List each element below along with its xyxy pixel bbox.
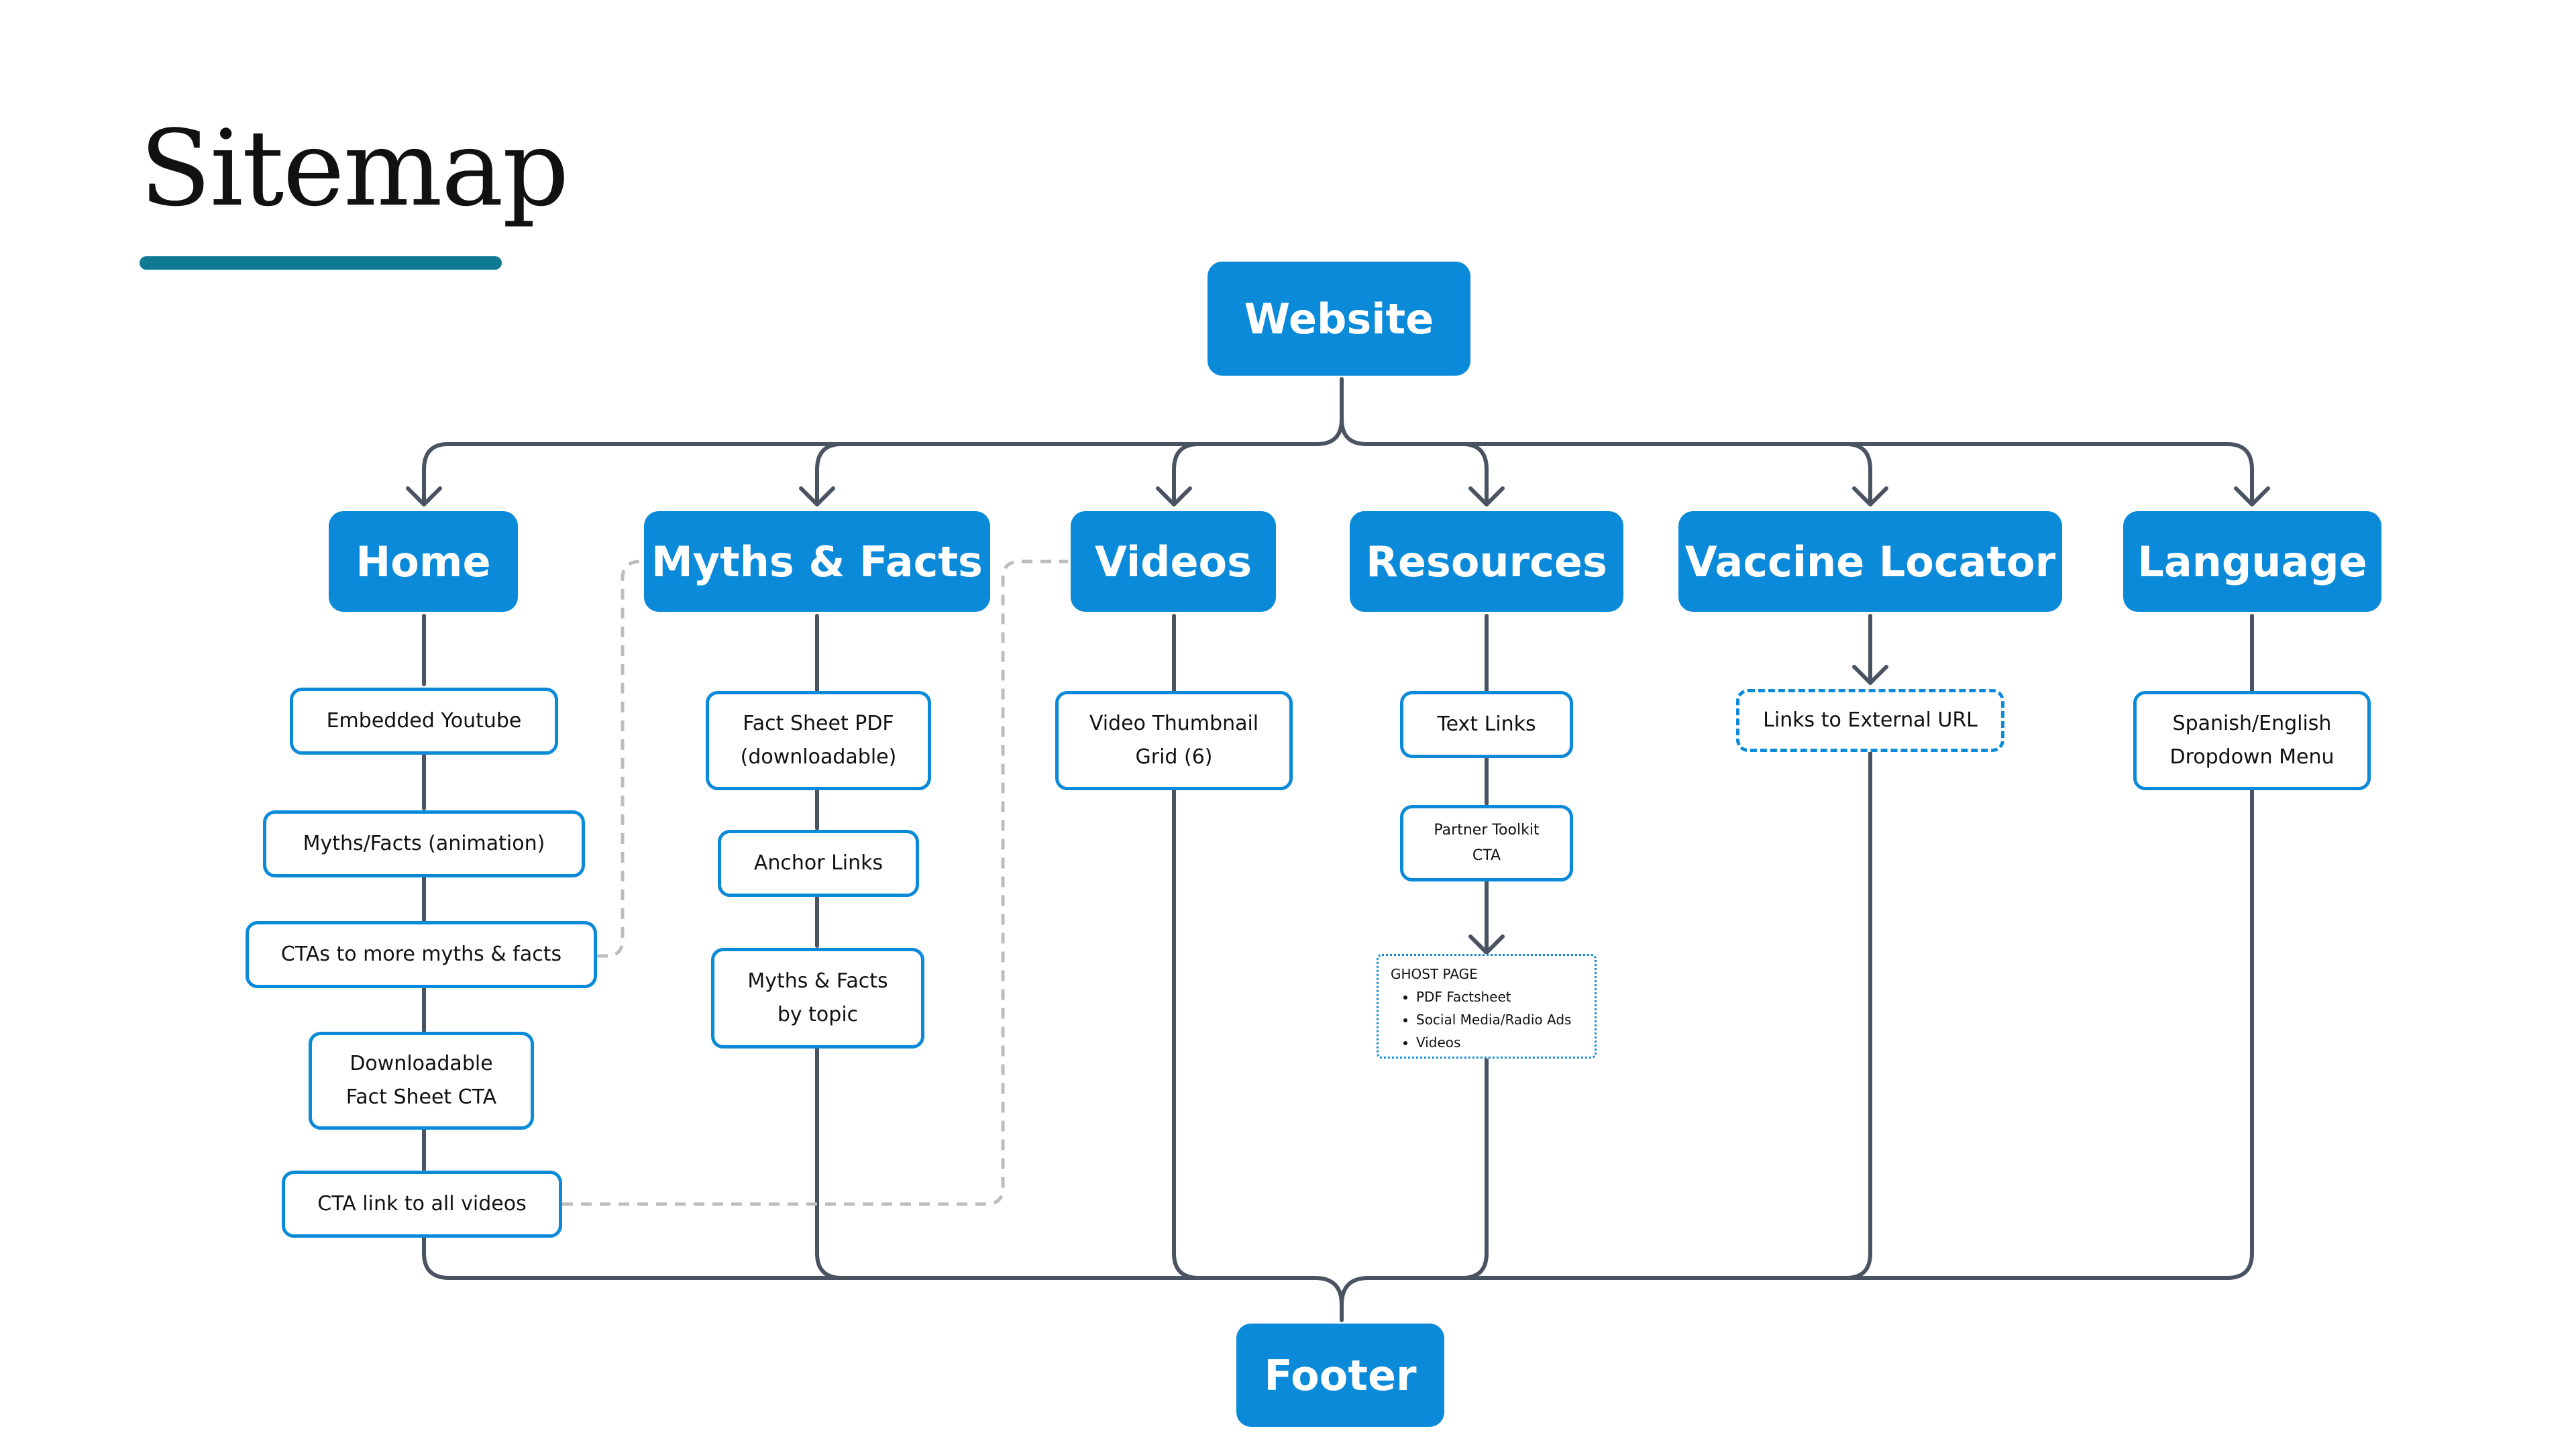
item-label: Anchor Links: [753, 851, 883, 875]
section-videos: Videos: [1071, 511, 1276, 612]
item-label: Myths & Facts by topic: [747, 969, 888, 1026]
item-label: CTA link to all videos: [317, 1192, 527, 1216]
ghost-page-item: PDF Factsheet: [1416, 985, 1582, 1008]
item-label: Embedded Youtube: [326, 709, 522, 733]
section-home: Home: [329, 511, 518, 612]
item-label: Video Thumbnail Grid (6): [1089, 712, 1259, 769]
myths-connector: [815, 1044, 844, 1280]
myths-branch: [815, 442, 844, 506]
home-item-embedded-youtube: Embedded Youtube: [290, 688, 558, 755]
myths-item-by-topic: Myths & Facts by topic: [711, 948, 924, 1049]
arrow-head: [1852, 665, 1888, 685]
root-connector: [422, 377, 1344, 506]
item-label: Downloadable Fact Sheet CTA: [345, 1052, 497, 1109]
videos-branch: [1172, 442, 1201, 506]
arrow-head: [406, 486, 442, 506]
item-label: Links to External URL: [1763, 708, 1978, 732]
title-underline: [140, 256, 502, 270]
arrow-head: [1156, 486, 1192, 506]
locator-item-external-url: Links to External URL: [1736, 689, 2004, 752]
home-item-ctas-more: CTAs to more myths & facts: [246, 921, 597, 988]
cross-link-home-videos: [562, 559, 1068, 1206]
section-language: Language: [2123, 511, 2381, 612]
ghost-page-title: GHOST PAGE: [1391, 966, 1478, 982]
language-item-dropdown: Spanish/English Dropdown Menu: [2133, 691, 2371, 790]
ghost-page-item: Videos: [1416, 1031, 1582, 1054]
section-vaccine-locator-label: Vaccine Locator: [1684, 537, 2056, 586]
language-connector: [1340, 788, 2254, 1307]
resources-branch: [1460, 442, 1489, 506]
locator-connector: [1844, 749, 1872, 1280]
ghost-page-item: Social Media/Radio Ads: [1416, 1008, 1582, 1031]
home-item-fact-sheet-cta: Downloadable Fact Sheet CTA: [309, 1032, 534, 1130]
home-item-cta-all-videos: CTA link to all videos: [282, 1171, 562, 1238]
section-resources-label: Resources: [1366, 537, 1607, 586]
cross-link-home-myths: [597, 559, 644, 958]
section-resources: Resources: [1350, 511, 1623, 612]
website-label: Website: [1244, 294, 1434, 343]
item-label: Spanish/English Dropdown Menu: [2169, 712, 2334, 769]
section-myths-facts: Myths & Facts: [644, 511, 990, 612]
resources-item-partner-toolkit: Partner Toolkit CTA: [1400, 805, 1573, 881]
arrow-head: [2234, 486, 2270, 506]
myths-item-anchor-links: Anchor Links: [718, 830, 919, 897]
section-vaccine-locator: Vaccine Locator: [1678, 511, 2062, 612]
myths-item-fact-sheet-pdf: Fact Sheet PDF (downloadable): [706, 691, 931, 790]
website-node: Website: [1208, 262, 1470, 376]
arrow-head: [799, 486, 835, 506]
locator-branch: [1844, 442, 1872, 506]
resources-connector: [1460, 1055, 1489, 1280]
arrow-head: [1852, 486, 1888, 506]
section-home-label: Home: [356, 537, 491, 586]
ghost-page-box: GHOST PAGE PDF Factsheet Social Media/Ra…: [1377, 954, 1597, 1059]
section-myths-facts-label: Myths & Facts: [651, 537, 983, 586]
resources-item-text-links: Text Links: [1400, 691, 1573, 758]
item-label: Text Links: [1437, 712, 1536, 736]
home-item-myths-animation: Myths/Facts (animation): [263, 810, 585, 877]
home-connector: [422, 1232, 1344, 1322]
item-label: Partner Toolkit CTA: [1434, 822, 1540, 864]
ghost-page-list: PDF Factsheet Social Media/Radio Ads Vid…: [1391, 985, 1582, 1054]
item-label: CTAs to more myths & facts: [280, 943, 562, 966]
root-connector: [1340, 417, 2254, 506]
videos-connector: [1172, 788, 1201, 1280]
section-language-label: Language: [2137, 537, 2367, 586]
page-title: Sitemap: [140, 107, 570, 229]
arrow-head: [1468, 486, 1505, 506]
arrow-head: [1468, 934, 1505, 955]
videos-item-thumbnail-grid: Video Thumbnail Grid (6): [1055, 691, 1293, 790]
footer-label: Footer: [1264, 1350, 1417, 1400]
footer-node: Footer: [1236, 1324, 1444, 1427]
section-videos-label: Videos: [1094, 537, 1252, 586]
item-label: Fact Sheet PDF (downloadable): [740, 712, 897, 769]
item-label: Myths/Facts (animation): [303, 832, 545, 855]
